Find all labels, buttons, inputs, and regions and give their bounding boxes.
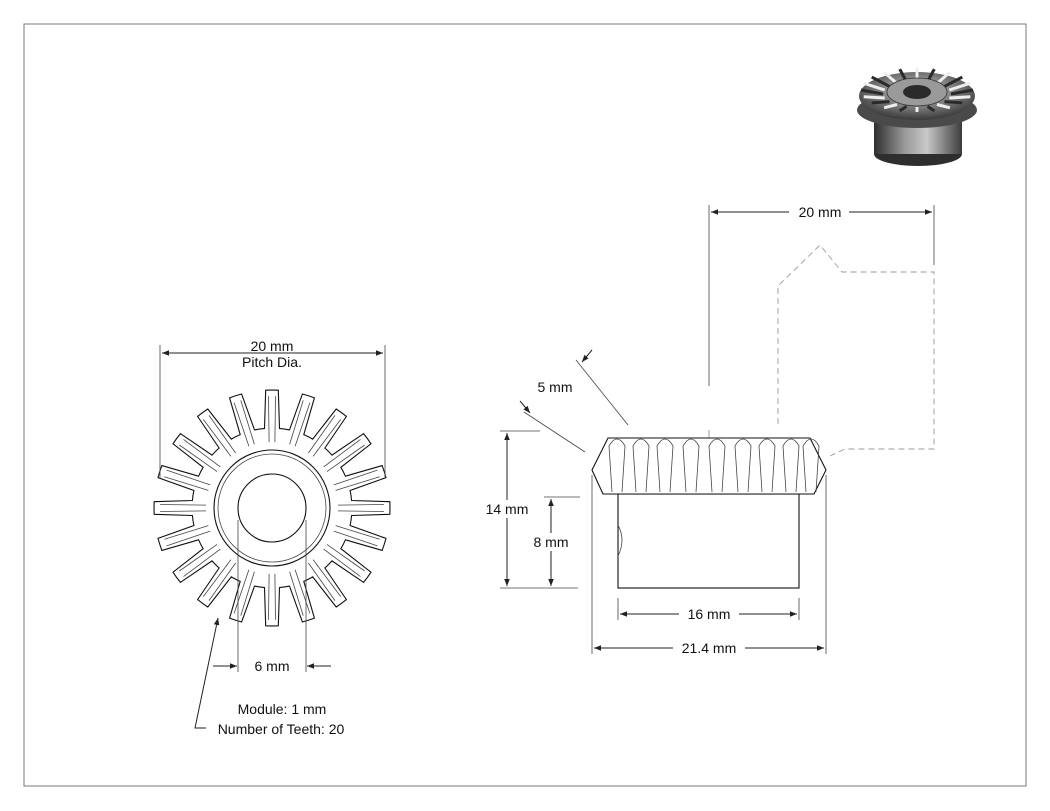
tooth-flank-line bbox=[160, 510, 207, 512]
tooth-flank-line bbox=[323, 439, 361, 468]
tooth-flank-line bbox=[274, 573, 276, 620]
tooth-flank-line bbox=[208, 562, 236, 601]
face-arrow-a bbox=[519, 400, 531, 414]
tooth-flank-line bbox=[312, 419, 341, 457]
tooth-flank-line bbox=[333, 469, 378, 486]
hub-diameter-value: 16 mm bbox=[688, 606, 731, 622]
tooth-flank-line bbox=[164, 525, 209, 540]
tooth-flank-line bbox=[312, 559, 341, 597]
tooth-flank-line bbox=[240, 571, 255, 616]
tooth-flank-line bbox=[179, 444, 218, 472]
face-ext-a bbox=[523, 411, 586, 453]
iso-tooth bbox=[936, 103, 951, 110]
side-tooth bbox=[782, 438, 800, 493]
overall-height-value: 14 mm bbox=[486, 501, 529, 517]
side-tooth bbox=[632, 438, 650, 493]
side-tooth bbox=[758, 438, 776, 493]
iso-teeth bbox=[860, 68, 974, 113]
sheet-border bbox=[23, 23, 1027, 787]
tooth-flank-line bbox=[203, 559, 232, 597]
side-tooth bbox=[656, 438, 674, 493]
gear-cone-outline bbox=[591, 437, 827, 495]
iso-tooth bbox=[926, 105, 936, 113]
iso-tooth bbox=[949, 95, 971, 100]
iso-tooth bbox=[898, 105, 908, 113]
tooth-flank-line bbox=[294, 402, 311, 447]
side-tooth bbox=[802, 438, 820, 493]
tooth-flank-line bbox=[183, 439, 221, 468]
tooth-flank-line bbox=[323, 548, 361, 577]
tooth-flank-line bbox=[203, 419, 232, 457]
tooth-flank-line bbox=[333, 530, 378, 547]
isometric-render bbox=[857, 68, 977, 166]
tooth-flank-line bbox=[337, 510, 384, 512]
tooth-flank-line bbox=[268, 573, 270, 620]
tooth-flank-line bbox=[289, 400, 304, 445]
tooth-flank-line bbox=[337, 504, 384, 506]
tooth-flank-line bbox=[308, 562, 336, 601]
tooth-flank-line bbox=[326, 544, 365, 572]
iso-tooth bbox=[860, 88, 884, 96]
side-tooth bbox=[734, 438, 752, 493]
tooth-flank-line bbox=[335, 525, 380, 540]
bore-value: 6 mm bbox=[255, 658, 290, 674]
iso-tooth bbox=[883, 103, 898, 110]
set-screw-hole bbox=[617, 524, 623, 557]
face-width-value: 5 mm bbox=[538, 379, 573, 395]
hub-body bbox=[617, 493, 800, 589]
side-tooth bbox=[682, 438, 700, 493]
tooth-flank-line bbox=[326, 444, 365, 472]
tooth-flank-line bbox=[335, 476, 380, 491]
iso-tooth bbox=[950, 88, 974, 96]
tooth-flank-line bbox=[233, 569, 250, 614]
side-tooth bbox=[608, 438, 626, 493]
tooth-flank-line bbox=[274, 396, 276, 443]
iso-tooth bbox=[871, 100, 890, 105]
pitch-dia-value: 20 mm bbox=[251, 338, 294, 354]
tooth-flank-line bbox=[164, 476, 209, 491]
tooth-flank-line bbox=[208, 415, 236, 454]
side-view: 20 mm 5 mm 14 mm 8 mm 16 mm 21.4 mm bbox=[479, 203, 935, 657]
teeth-note: Number of Teeth: 20 bbox=[218, 721, 345, 737]
tooth-flank-line bbox=[179, 544, 218, 572]
iso-tooth bbox=[936, 71, 951, 85]
face-arrow-b bbox=[581, 349, 593, 363]
iso-tooth bbox=[883, 71, 898, 85]
tooth-flank-line bbox=[240, 400, 255, 445]
tooth-flank-line bbox=[183, 548, 221, 577]
mating-gear-hidden-outline bbox=[777, 244, 935, 457]
tooth-flank-line bbox=[233, 402, 250, 447]
tooth-flank-line bbox=[166, 530, 211, 547]
iso-tooth bbox=[944, 100, 963, 105]
tooth-flank-line bbox=[294, 569, 311, 614]
overall-width-value: 21.4 mm bbox=[682, 640, 736, 656]
iso-tooth bbox=[871, 75, 891, 88]
tooth-flank-line bbox=[289, 571, 304, 616]
iso-tooth bbox=[863, 95, 885, 100]
iso-bore bbox=[903, 85, 931, 99]
bore-circle bbox=[237, 473, 307, 543]
pitch-dia-label: Pitch Dia. bbox=[242, 354, 302, 370]
hub-inner-circle bbox=[217, 453, 327, 563]
tooth-flank-line bbox=[160, 504, 207, 506]
top-width-value: 20 mm bbox=[799, 204, 842, 220]
iso-tooth bbox=[943, 75, 963, 88]
module-note: Module: 1 mm bbox=[238, 701, 327, 717]
side-view-teeth bbox=[608, 438, 820, 493]
tooth-flank-line bbox=[166, 469, 211, 486]
hub-height-value: 8 mm bbox=[534, 534, 569, 550]
front-view: 20 mm Pitch Dia. 6 mm Module: 1 mm Numbe… bbox=[153, 338, 391, 737]
iso-tooth bbox=[948, 81, 971, 92]
iso-tooth bbox=[863, 81, 886, 92]
side-tooth bbox=[708, 438, 726, 493]
tooth-flank-line bbox=[308, 415, 336, 454]
module-leader bbox=[194, 617, 220, 729]
face-ext-b bbox=[575, 359, 629, 426]
tooth-flank-line bbox=[268, 396, 270, 443]
